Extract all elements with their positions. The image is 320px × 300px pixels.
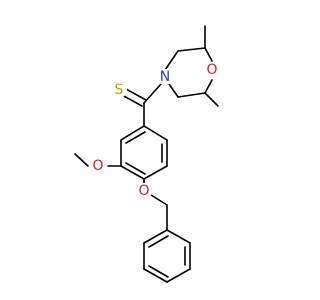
ring-a-double-1 — [125, 131, 146, 144]
nitrogen-label: N — [160, 69, 170, 85]
ring-b-bond-6 — [166, 229, 191, 244]
sulfur-label: S — [115, 82, 124, 98]
ring-b-bond-1 — [143, 229, 168, 244]
bond-methoxy-o-c — [74, 153, 89, 167]
ether-oxygen-atom: O — [136, 183, 152, 199]
bond-c-o-upper — [204, 47, 213, 62]
bond-ether-o-ch2 — [150, 194, 168, 206]
bond-layer — [74, 25, 219, 283]
ring-a-bond-1 — [120, 125, 145, 141]
ring-a-double-2 — [125, 162, 146, 175]
ring-a-bond-3 — [120, 165, 145, 180]
molecule-structure-diagram: S N O O O — [74, 25, 220, 283]
ether-oxygen-label: O — [138, 183, 149, 199]
bond-c-n-lower — [168, 83, 179, 98]
morpholine-oxygen-label: O — [206, 62, 217, 78]
ring-b-bond-4 — [166, 268, 191, 283]
sulfur-atom: S — [111, 82, 127, 98]
ring-a-bond-6 — [143, 125, 168, 141]
bond-c-s-double-1 — [125, 88, 147, 101]
bond-c-s-double-2 — [121, 94, 143, 107]
morpholine-oxygen-atom: O — [204, 62, 220, 78]
ring-a-bond-4 — [143, 165, 168, 180]
bond-c-methyl-lower — [204, 92, 219, 107]
nitrogen-atom: N — [157, 69, 173, 85]
atom-label-layer: S N O O O — [90, 62, 220, 199]
bond-c-c-upper — [177, 47, 206, 52]
ring-b-double-2 — [148, 265, 169, 278]
bond-c-c-lower — [177, 92, 206, 98]
ring-b-bond-3 — [143, 268, 168, 283]
ring-b-double-1 — [148, 235, 169, 248]
bond-n-c-upper — [164, 50, 179, 71]
bond-o-c-lower — [204, 79, 213, 94]
methoxy-oxygen-label: O — [92, 158, 103, 174]
bond-c-n — [143, 83, 162, 104]
methoxy-oxygen-atom: O — [90, 158, 106, 174]
